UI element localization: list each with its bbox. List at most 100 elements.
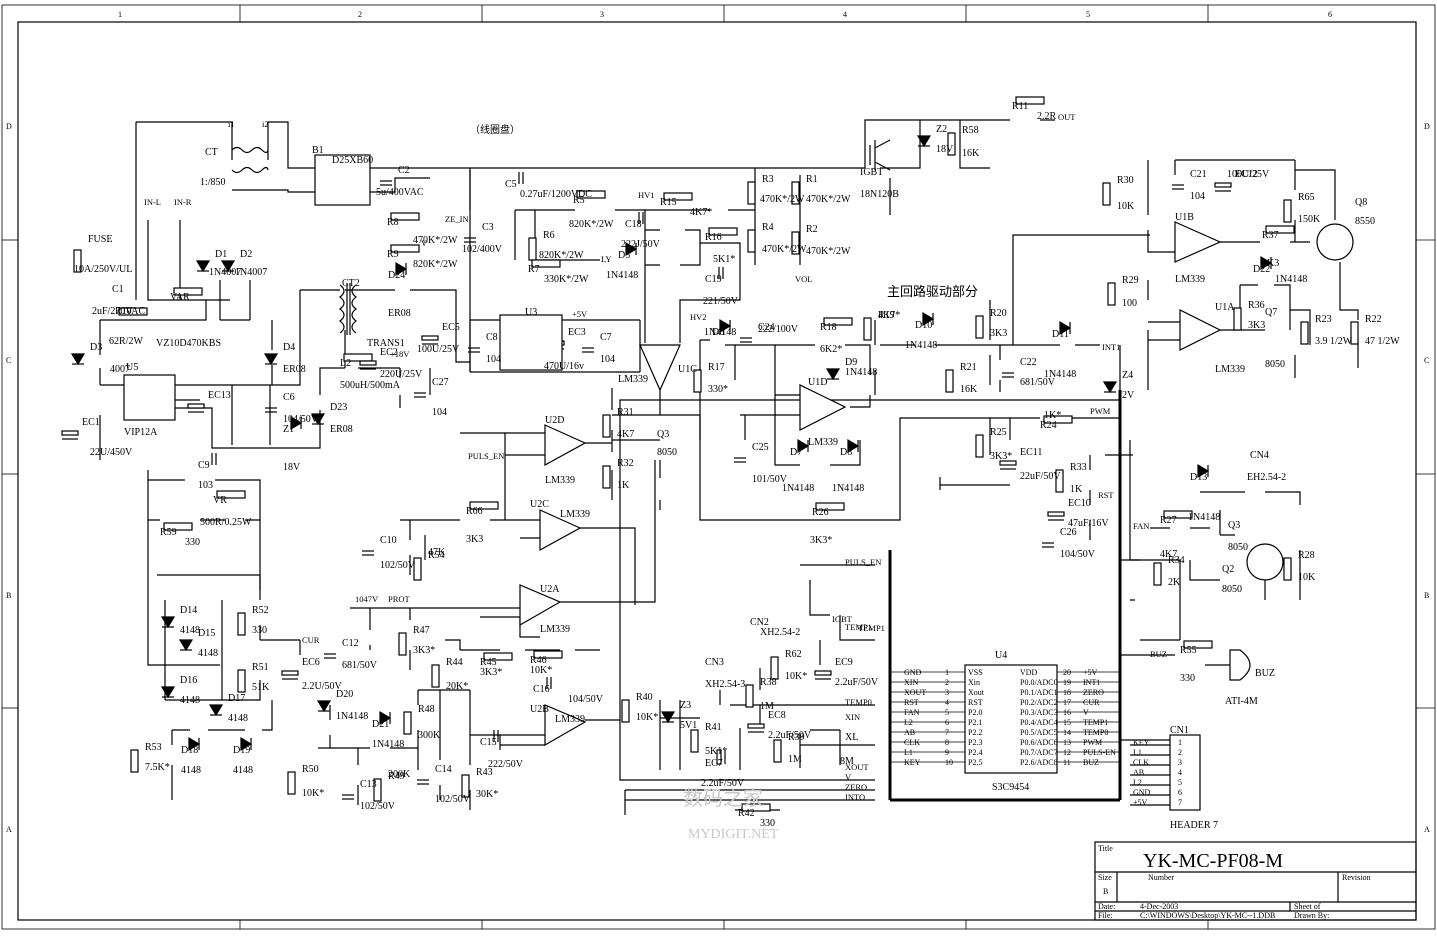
value-label: XH2.54-3	[705, 679, 745, 690]
ref-label: R38	[760, 677, 777, 688]
component-r53	[130, 749, 139, 773]
value-label: 20K*	[446, 681, 468, 692]
component-r58	[947, 132, 956, 156]
cn1-pin-number: 2	[1178, 748, 1182, 757]
component-d10	[922, 311, 935, 327]
component-c22	[1002, 372, 1014, 378]
component-c21	[1172, 184, 1184, 190]
component-c2	[380, 180, 392, 186]
ref-label: EC13	[208, 390, 231, 401]
ref-label: Z1	[283, 424, 294, 435]
ref-label: D19	[233, 745, 250, 756]
value-label: LM339	[1215, 364, 1245, 375]
ref-label: R45	[480, 657, 497, 668]
ref-label: R42	[738, 808, 755, 819]
u4-pin-number: 2	[945, 678, 949, 687]
component-c25	[734, 457, 746, 463]
ref-label: R2	[806, 224, 818, 235]
value-label: 4K7	[617, 429, 634, 440]
net-label-prot: PROT	[388, 594, 411, 604]
ref-label: R21	[960, 362, 977, 373]
value-label: 7.5K*	[145, 762, 170, 773]
net-label-int1: INT1	[1102, 342, 1120, 352]
component-d2	[220, 260, 236, 273]
ref-label: FUSE	[88, 234, 112, 245]
u4-pin-internal: P2.4	[968, 748, 982, 757]
u4-pin-internal: P0.1/ADC1	[1020, 688, 1058, 697]
ref-label: R27	[1160, 515, 1177, 526]
ref-label: EC10	[1068, 498, 1091, 509]
component-var	[173, 287, 203, 296]
value-label: 1N4148	[1275, 274, 1307, 285]
u4-box	[964, 664, 1058, 774]
value-label: 102/400V	[462, 244, 503, 255]
value-label: 100U/25V	[1227, 169, 1270, 180]
ref-label: D6	[712, 327, 724, 338]
value-label: 101/50V	[752, 474, 788, 485]
value-label: 222J/50V	[621, 239, 661, 250]
ref-label: R15	[660, 197, 677, 208]
component-d3	[70, 353, 86, 366]
component-r11	[1015, 96, 1045, 105]
component-c27	[414, 392, 426, 398]
value-label: 5K1*	[705, 746, 727, 757]
ref-label: R30	[1117, 175, 1134, 186]
bus-net-label: XOUT	[845, 762, 869, 772]
value-label: 470K*/2W	[806, 246, 851, 257]
component-z4	[1102, 381, 1118, 394]
ref-label: D8	[840, 447, 852, 458]
ref-label: R26	[812, 507, 829, 518]
ref-label: VR	[213, 495, 227, 506]
u4-pin-number: 15	[1063, 718, 1071, 727]
cn1-pin-net: +5V	[1133, 798, 1148, 807]
value-label: 1N4148	[845, 367, 877, 378]
value-label: 104/50V	[568, 694, 604, 705]
value-label: XH2.54-2	[760, 627, 800, 638]
ref-label: R19	[878, 310, 895, 321]
component-ec1	[61, 430, 79, 440]
ref-label: D4	[283, 342, 295, 353]
component-r16	[708, 227, 738, 236]
value-label: 8050	[1265, 359, 1285, 370]
value-label: 681/50V	[342, 660, 378, 671]
value-label: 2.2uF/50V	[835, 677, 879, 688]
u4-pin-net: +5V	[1083, 668, 1098, 677]
component-r26	[815, 502, 845, 511]
component-r2	[791, 231, 800, 255]
component-r52	[237, 612, 246, 636]
value-label: 104	[432, 407, 447, 418]
component-z3	[660, 711, 676, 724]
component-r55	[1183, 640, 1213, 649]
u4-pin-number: 18	[1063, 688, 1071, 697]
grid-row-c: C	[6, 356, 11, 365]
value-label: 150K	[1298, 214, 1321, 225]
value-label: 4148	[180, 625, 200, 636]
u4-pin-net: PWM	[1083, 738, 1102, 747]
net-label-i1: i1	[228, 119, 235, 129]
u3-box	[499, 314, 563, 371]
ref-label: R6	[543, 230, 555, 241]
u1c-symbol	[639, 344, 681, 392]
grid-row-b-right: B	[1424, 591, 1429, 600]
u5-box	[123, 374, 176, 421]
value-label: 2uF/270VAC	[92, 306, 145, 317]
igbt-symbol	[869, 139, 891, 171]
component-c26	[1042, 542, 1054, 548]
ref-label: D20	[336, 689, 353, 700]
net-label-v: V	[421, 238, 428, 248]
value-label: 1N4148	[905, 340, 937, 351]
u4-pin-number: 1	[945, 668, 949, 677]
ref-label: C27	[432, 377, 449, 388]
value-label: 222/50V	[488, 759, 524, 770]
ref-label: EC12	[1235, 169, 1258, 180]
u1d-symbol	[799, 384, 847, 431]
ref-label: CN3	[705, 657, 724, 668]
ref-label: EC7	[705, 758, 723, 769]
value-label: 1K*	[1044, 410, 1061, 421]
value-label: 470K*/2W	[760, 194, 805, 205]
value-label: EH2.54-2	[1247, 472, 1286, 483]
grid-col-3: 3	[600, 10, 604, 19]
value-label: 1N4148	[1044, 369, 1076, 380]
ref-label: C22	[1020, 357, 1037, 368]
